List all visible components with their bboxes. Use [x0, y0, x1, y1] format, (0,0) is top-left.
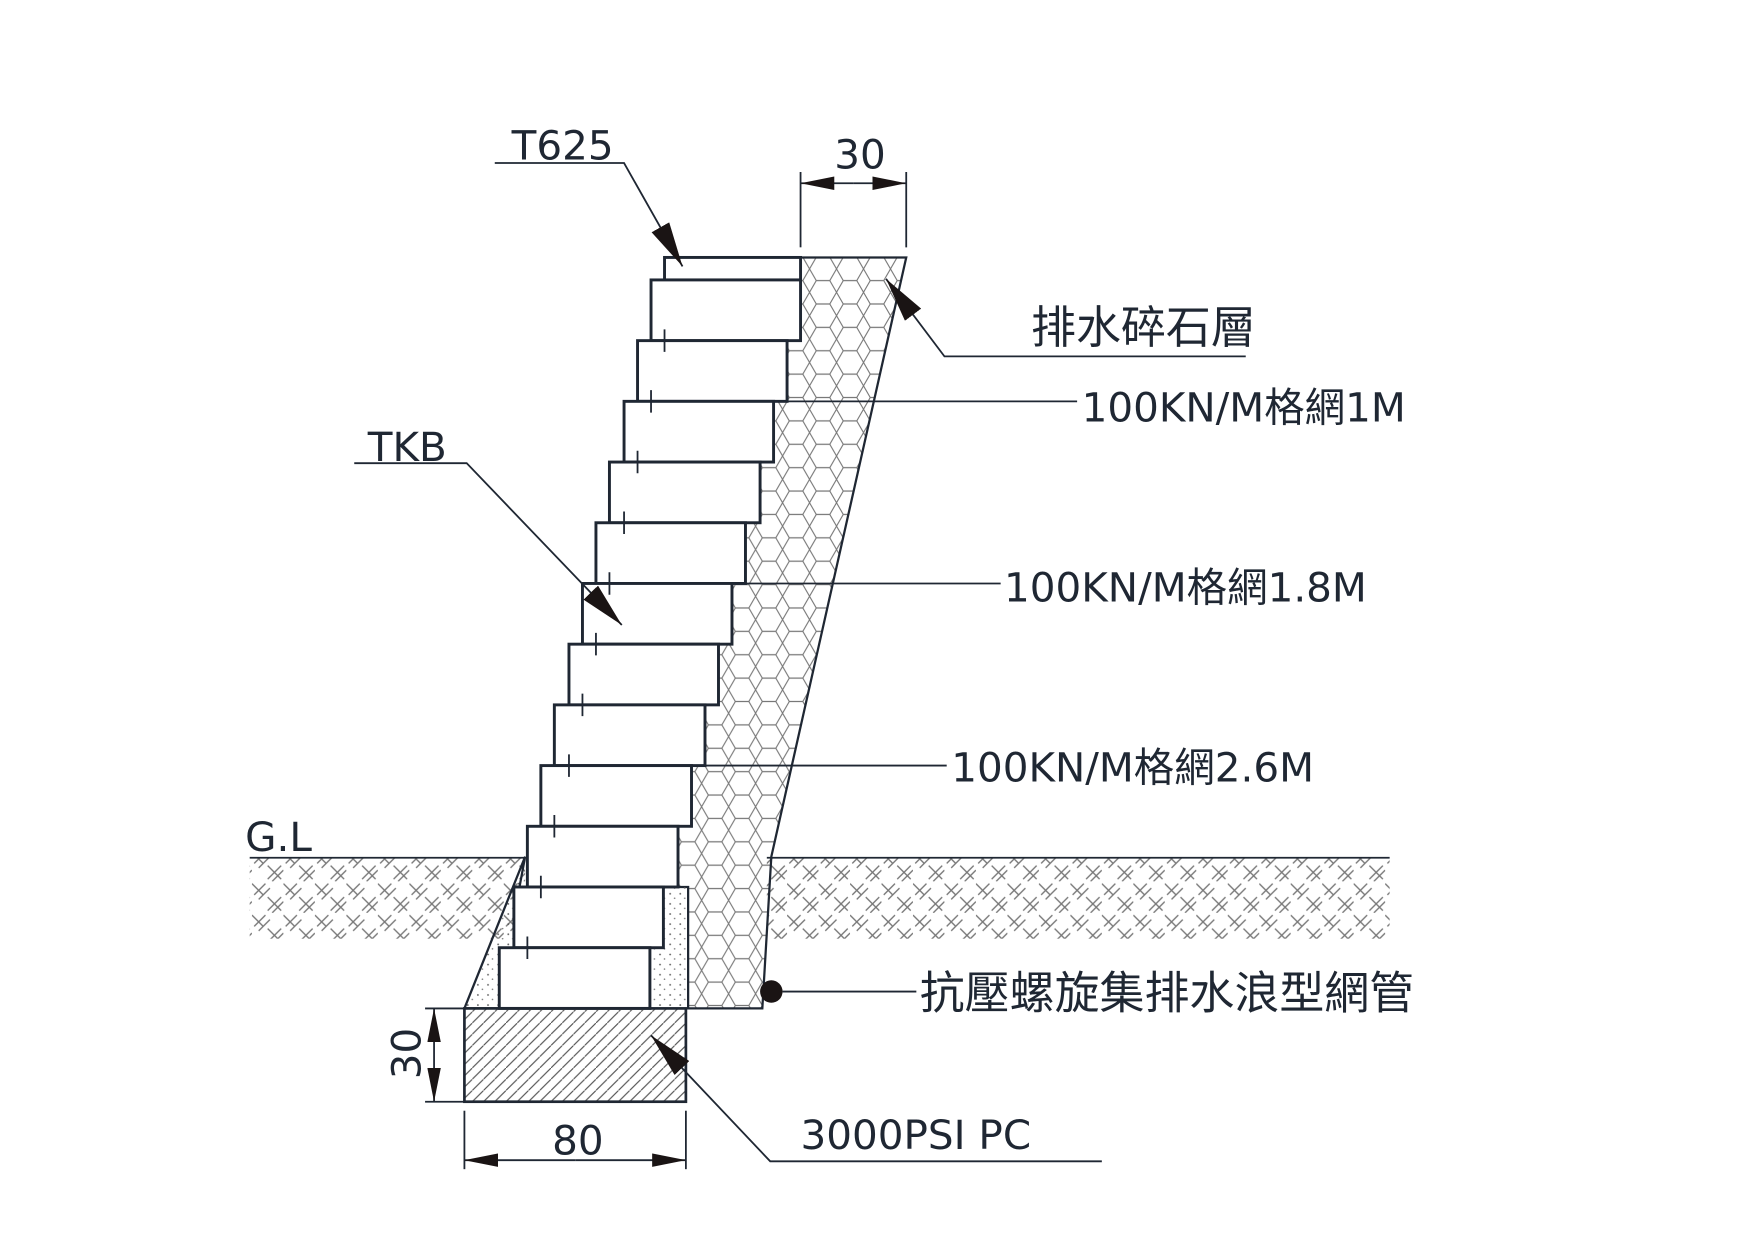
- footing-width-value: 80: [552, 1117, 604, 1165]
- top-dimension-value: 30: [834, 131, 885, 179]
- wall-blocks: [497, 255, 803, 1010]
- block: [580, 582, 734, 646]
- drain-pipe-icon: [760, 980, 783, 1003]
- drainage-layer-label: 排水碎石層: [1031, 301, 1256, 354]
- ground-level-label: G.L: [245, 813, 312, 861]
- footing-material-label: 3000PSI PC: [801, 1111, 1032, 1159]
- block: [607, 460, 762, 525]
- block: [594, 521, 747, 585]
- block: [622, 399, 776, 464]
- block: [512, 885, 665, 950]
- block-type-label: TKB: [367, 423, 447, 471]
- cap-block: [663, 255, 803, 282]
- block: [525, 824, 680, 889]
- footing-height-value: 30: [383, 1028, 431, 1079]
- block: [567, 642, 720, 707]
- block: [552, 703, 707, 768]
- block: [497, 946, 652, 1010]
- concrete-footing: [463, 1007, 688, 1104]
- block: [636, 339, 789, 403]
- top-block-label: T625: [511, 122, 614, 170]
- geogrid-1m-label: 100KN/M格網1M: [1082, 384, 1406, 432]
- ground-soil: [249, 856, 1390, 939]
- footing-width-dimension: 80: [463, 1110, 687, 1170]
- footing-height-dimension: 30: [383, 1007, 465, 1103]
- drain-pipe-label: 抗壓螺旋集排水浪型網管: [920, 966, 1414, 1019]
- top-dimension: 30: [799, 131, 908, 248]
- block: [539, 764, 693, 828]
- block: [649, 278, 803, 343]
- geogrid-1-8m-label: 100KN/M格網1.8M: [1004, 563, 1367, 611]
- geogrid-2-6m-label: 100KN/M格網2.6M: [951, 743, 1314, 791]
